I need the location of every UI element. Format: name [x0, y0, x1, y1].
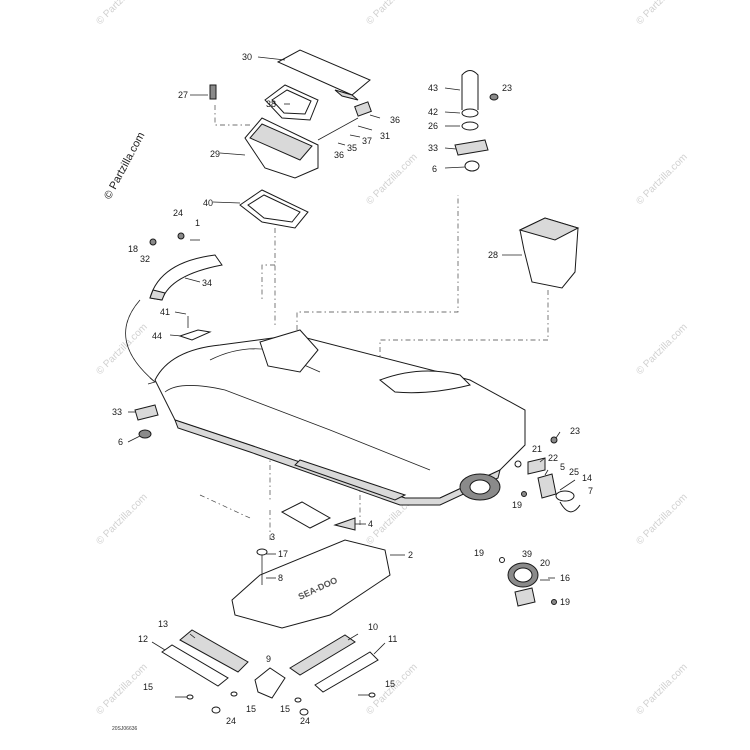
- glove-box-tray: [244, 117, 319, 179]
- callout-43: 43: [428, 83, 438, 93]
- leader-lines: [127, 56, 576, 655]
- callout-16: 16: [560, 573, 570, 583]
- callout-39: 39: [522, 549, 532, 559]
- callout-13: 13: [158, 619, 168, 629]
- callout-32: 32: [140, 254, 150, 264]
- watermark: © Partzilla.com: [364, 662, 419, 717]
- callout-9: 9: [266, 654, 271, 664]
- callout-23: 23: [502, 83, 512, 93]
- callout-1: 1: [195, 218, 200, 228]
- lid-seal: [264, 84, 319, 121]
- grab-handle: [149, 232, 223, 301]
- hull: [154, 329, 526, 506]
- tray-gasket: [239, 189, 309, 229]
- reference-code: 20SJ06636: [112, 726, 138, 732]
- watermark: © Partzilla.com: [94, 662, 149, 717]
- callout-15: 15: [143, 682, 153, 692]
- watermark: © Partzilla.com: [634, 152, 689, 207]
- side-bracket: [134, 404, 159, 439]
- callout-25: 25: [569, 467, 579, 477]
- callout-19: 19: [512, 500, 522, 510]
- callout-2: 2: [408, 550, 413, 560]
- callout-37: 37: [362, 136, 372, 146]
- callout-33: 33: [112, 407, 122, 417]
- callout-6: 6: [118, 437, 123, 447]
- watermark: © Partzilla.com: [634, 492, 689, 547]
- callout-15: 15: [385, 679, 395, 689]
- storage-bucket: [518, 217, 580, 289]
- callout-44: 44: [152, 331, 162, 341]
- callout-12: 12: [138, 634, 148, 644]
- watermark: © Partzilla.com: [94, 0, 149, 27]
- callout-24: 24: [173, 208, 183, 218]
- callout-41: 41: [160, 307, 170, 317]
- callout-6: 6: [432, 164, 437, 174]
- callout-19: 19: [474, 548, 484, 558]
- callout-33: 33: [428, 143, 438, 153]
- rear-hardware: [514, 436, 581, 513]
- watermark: © Partzilla.com: [94, 492, 149, 547]
- callout-40: 40: [203, 198, 213, 208]
- callout-11: 11: [388, 634, 397, 644]
- watermark: © Partzilla.com: [634, 0, 689, 27]
- watermark: © Partzilla.com: [364, 152, 419, 207]
- callout-15: 15: [280, 704, 290, 714]
- callout-20: 20: [540, 558, 550, 568]
- callout-38: 38: [266, 99, 276, 109]
- callout-21: 21: [532, 444, 542, 454]
- callout-36: 36: [334, 150, 344, 160]
- callout-7: 7: [588, 486, 593, 496]
- callout-28: 28: [488, 250, 498, 260]
- callout-3: 3: [270, 532, 275, 542]
- bolt-17-8: [256, 548, 268, 585]
- callout-15: 15: [246, 704, 256, 714]
- watermark: © Partzilla.com: [364, 0, 419, 27]
- callout-8: 8: [278, 573, 283, 583]
- sponson-right: [289, 634, 379, 693]
- callout-26: 26: [428, 121, 438, 131]
- callout-34: 34: [202, 278, 212, 288]
- fasteners-15-24: [175, 691, 376, 716]
- latch-hardware: [209, 84, 372, 141]
- sponson-left: [161, 629, 249, 687]
- callout-42: 42: [428, 107, 438, 117]
- callout-labels: 30 38 27 36 31 37 35 36 29 40 43 23 42 2…: [112, 52, 593, 726]
- callout-24: 24: [300, 716, 310, 726]
- location-arrow: [125, 299, 156, 383]
- pads-3-4: [280, 501, 356, 531]
- callout-27: 27: [178, 90, 188, 100]
- keel-guide-9: [254, 667, 286, 699]
- watermark: © Partzilla.com: [634, 662, 689, 717]
- pump-assembly: [499, 557, 557, 607]
- callout-29: 29: [210, 149, 220, 159]
- callout-19: 19: [560, 597, 570, 607]
- callout-17: 17: [278, 549, 288, 559]
- callout-35: 35: [347, 143, 357, 153]
- u-bolt-stack: [454, 70, 499, 172]
- bottom-plate: SEA-DOO: [231, 539, 391, 629]
- callout-4: 4: [368, 519, 373, 529]
- callout-10: 10: [368, 622, 378, 632]
- callout-5: 5: [560, 462, 565, 472]
- callout-23: 23: [570, 426, 580, 436]
- callout-30: 30: [242, 52, 252, 62]
- callout-18: 18: [128, 244, 138, 254]
- glove-box-lid: [276, 49, 371, 101]
- callout-36: 36: [390, 115, 400, 125]
- callout-14: 14: [582, 473, 592, 483]
- watermark-main: © Partzilla.com: [102, 130, 147, 201]
- bracket-41-44: [178, 316, 212, 341]
- callout-22: 22: [548, 453, 558, 463]
- callout-24: 24: [226, 716, 236, 726]
- watermark: © Partzilla.com: [634, 322, 689, 377]
- callout-31: 31: [380, 131, 390, 141]
